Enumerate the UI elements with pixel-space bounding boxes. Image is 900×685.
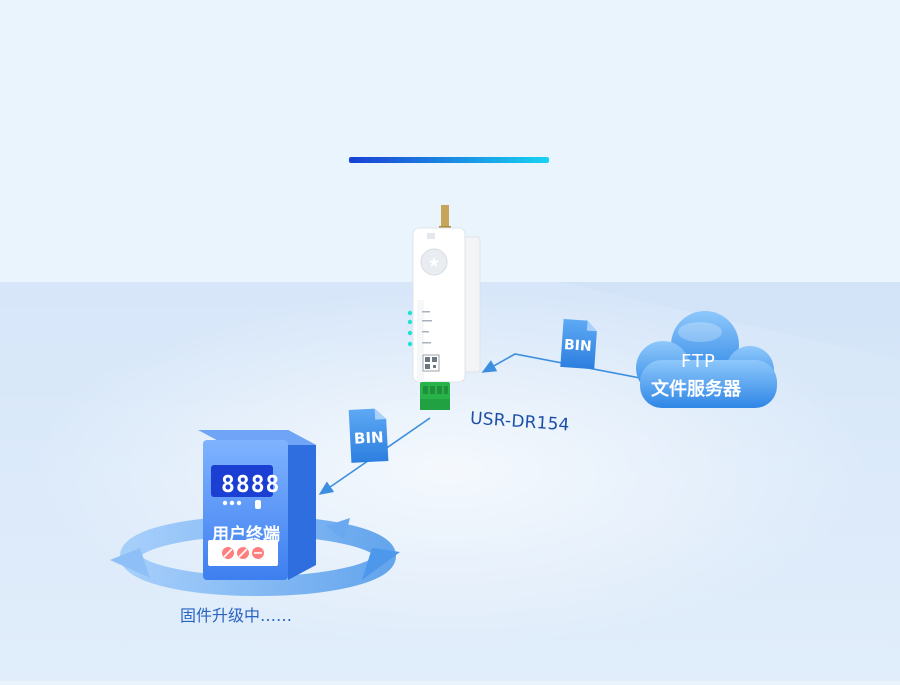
ftp-cloud [636,311,777,408]
accent-bar [349,157,549,163]
device-logo-icon [420,248,448,276]
arrow-ftp-to-device [481,353,641,379]
upgrade-status-text: 固件升级中…… [180,606,293,625]
bin-file-icon-lower [348,408,389,463]
svg-text:★: ★ [428,255,441,271]
bin-label-lower: BIN [353,428,385,448]
terminal-label: 用户终端 [212,525,280,545]
din-rail-device: ★ [407,205,481,410]
bin-file-icon-upper [560,318,597,370]
led-work [407,319,413,325]
bin-label-upper: BIN [563,337,593,355]
antenna [441,205,449,231]
led-link [407,341,413,347]
terminal-display [211,465,273,497]
cloud-label-server: 文件服务器 [651,379,741,400]
terminal-display-digits: 8888 [221,472,281,498]
cloud-label-ftp: FTP [681,351,716,372]
user-terminal [198,430,316,580]
led-net [407,330,413,336]
led-pwr [407,310,413,316]
